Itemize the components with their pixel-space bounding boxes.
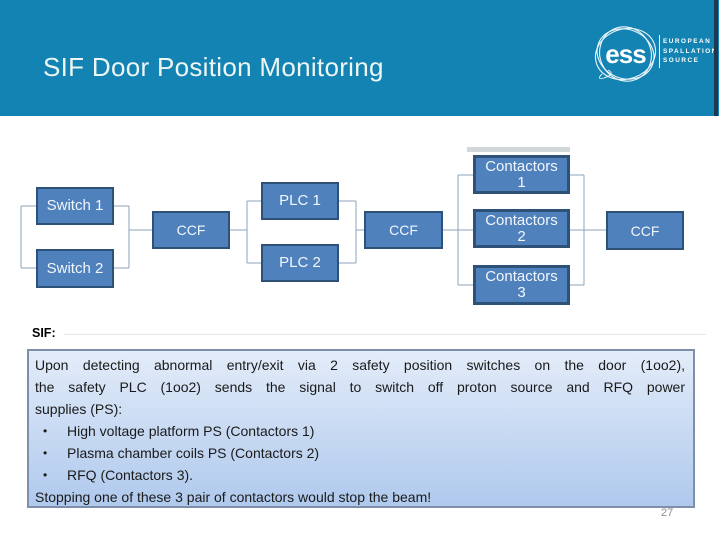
- diagram-box-label: Contactors: [485, 157, 558, 175]
- diagram-box-label: Contactors: [485, 268, 558, 285]
- diagram-box-label: PLC 1: [279, 192, 321, 209]
- bullet-icon: •: [43, 424, 48, 438]
- diagram-box-label: 3: [517, 284, 526, 301]
- diagram-box-switch-1: Switch 1: [36, 187, 114, 225]
- diagram-box-ccf-2: CCF: [364, 211, 443, 249]
- bullet-text: Plasma chamber coils PS (Contactors 2): [67, 445, 320, 461]
- bullet-text: RFQ (Contactors 3).: [67, 467, 194, 483]
- bullet-icon: •: [43, 468, 48, 482]
- ess-wordmark: EUROPEAN SPALLATION SOURCE: [663, 37, 718, 66]
- bullet-item: • Plasma chamber coils PS (Contactors 2): [35, 442, 685, 464]
- diagram-box-ccf-3: CCF: [606, 211, 684, 250]
- diagram-box-label: CCF: [389, 222, 418, 238]
- sif-text-box: Upon detecting abnormal entry/exit via 2…: [27, 349, 695, 508]
- diagram-box-ccf-1: CCF: [152, 211, 230, 249]
- bullet-item: • RFQ (Contactors 3).: [35, 464, 685, 486]
- diagram-box-switch-2: Switch 2: [36, 249, 114, 288]
- wordmark-line: SOURCE: [663, 57, 700, 65]
- bullet-text: High voltage platform PS (Contactors 1): [67, 423, 315, 439]
- diagram-box-label: 1: [517, 173, 526, 191]
- diagram-box-plc-2: PLC 2: [261, 244, 339, 282]
- ess-logo-mark: ess: [605, 39, 646, 69]
- diagram-box-plc-1: PLC 1: [261, 182, 339, 220]
- paragraph-line: supplies (PS):: [35, 401, 123, 417]
- wordmark-line: SPALLATION: [663, 47, 718, 55]
- diagram-box-label: Switch 2: [46, 259, 104, 277]
- diagram-box-label: Contactors: [485, 211, 558, 229]
- diagram-box-label: Switch 1: [46, 197, 104, 214]
- sif-heading-rule: [64, 334, 706, 335]
- diagram-box-label: 2: [517, 227, 526, 245]
- sif-paragraph: Upon detecting abnormal entry/exit via 2…: [35, 354, 685, 420]
- diagram-box-label: CCF: [630, 222, 660, 239]
- paragraph-line: Upon detecting abnormal entry/exit via 2…: [35, 357, 685, 373]
- ess-logo: ess EUROPEAN SPALLATION SOURCE: [588, 18, 716, 98]
- diagram-box-label: CCF: [176, 222, 206, 238]
- wordmark-line: EUROPEAN: [663, 38, 712, 45]
- ess-logo-rings-icon: ess: [594, 26, 660, 82]
- closing-line: Stopping one of these 3 pair of contacto…: [35, 489, 432, 505]
- slide-title: SIF Door Position Monitoring: [43, 52, 384, 82]
- bullet-icon: •: [43, 446, 48, 460]
- paragraph-line: the safety PLC (1oo2) sends the signal t…: [35, 379, 685, 395]
- artifact-bar: [467, 147, 570, 152]
- page-number: 27: [661, 507, 674, 519]
- sif-heading: SIF:: [32, 326, 56, 340]
- bullet-item: • High voltage platform PS (Contactors 1): [35, 420, 685, 442]
- title-banner: SIF Door Position Monitoring ess EUROPEA…: [0, 0, 719, 116]
- diagram-box-label: PLC 2: [279, 254, 321, 271]
- sif-bullet-list: • High voltage platform PS (Contactors 1)…: [35, 420, 685, 486]
- banner-edge-strip: [714, 0, 718, 116]
